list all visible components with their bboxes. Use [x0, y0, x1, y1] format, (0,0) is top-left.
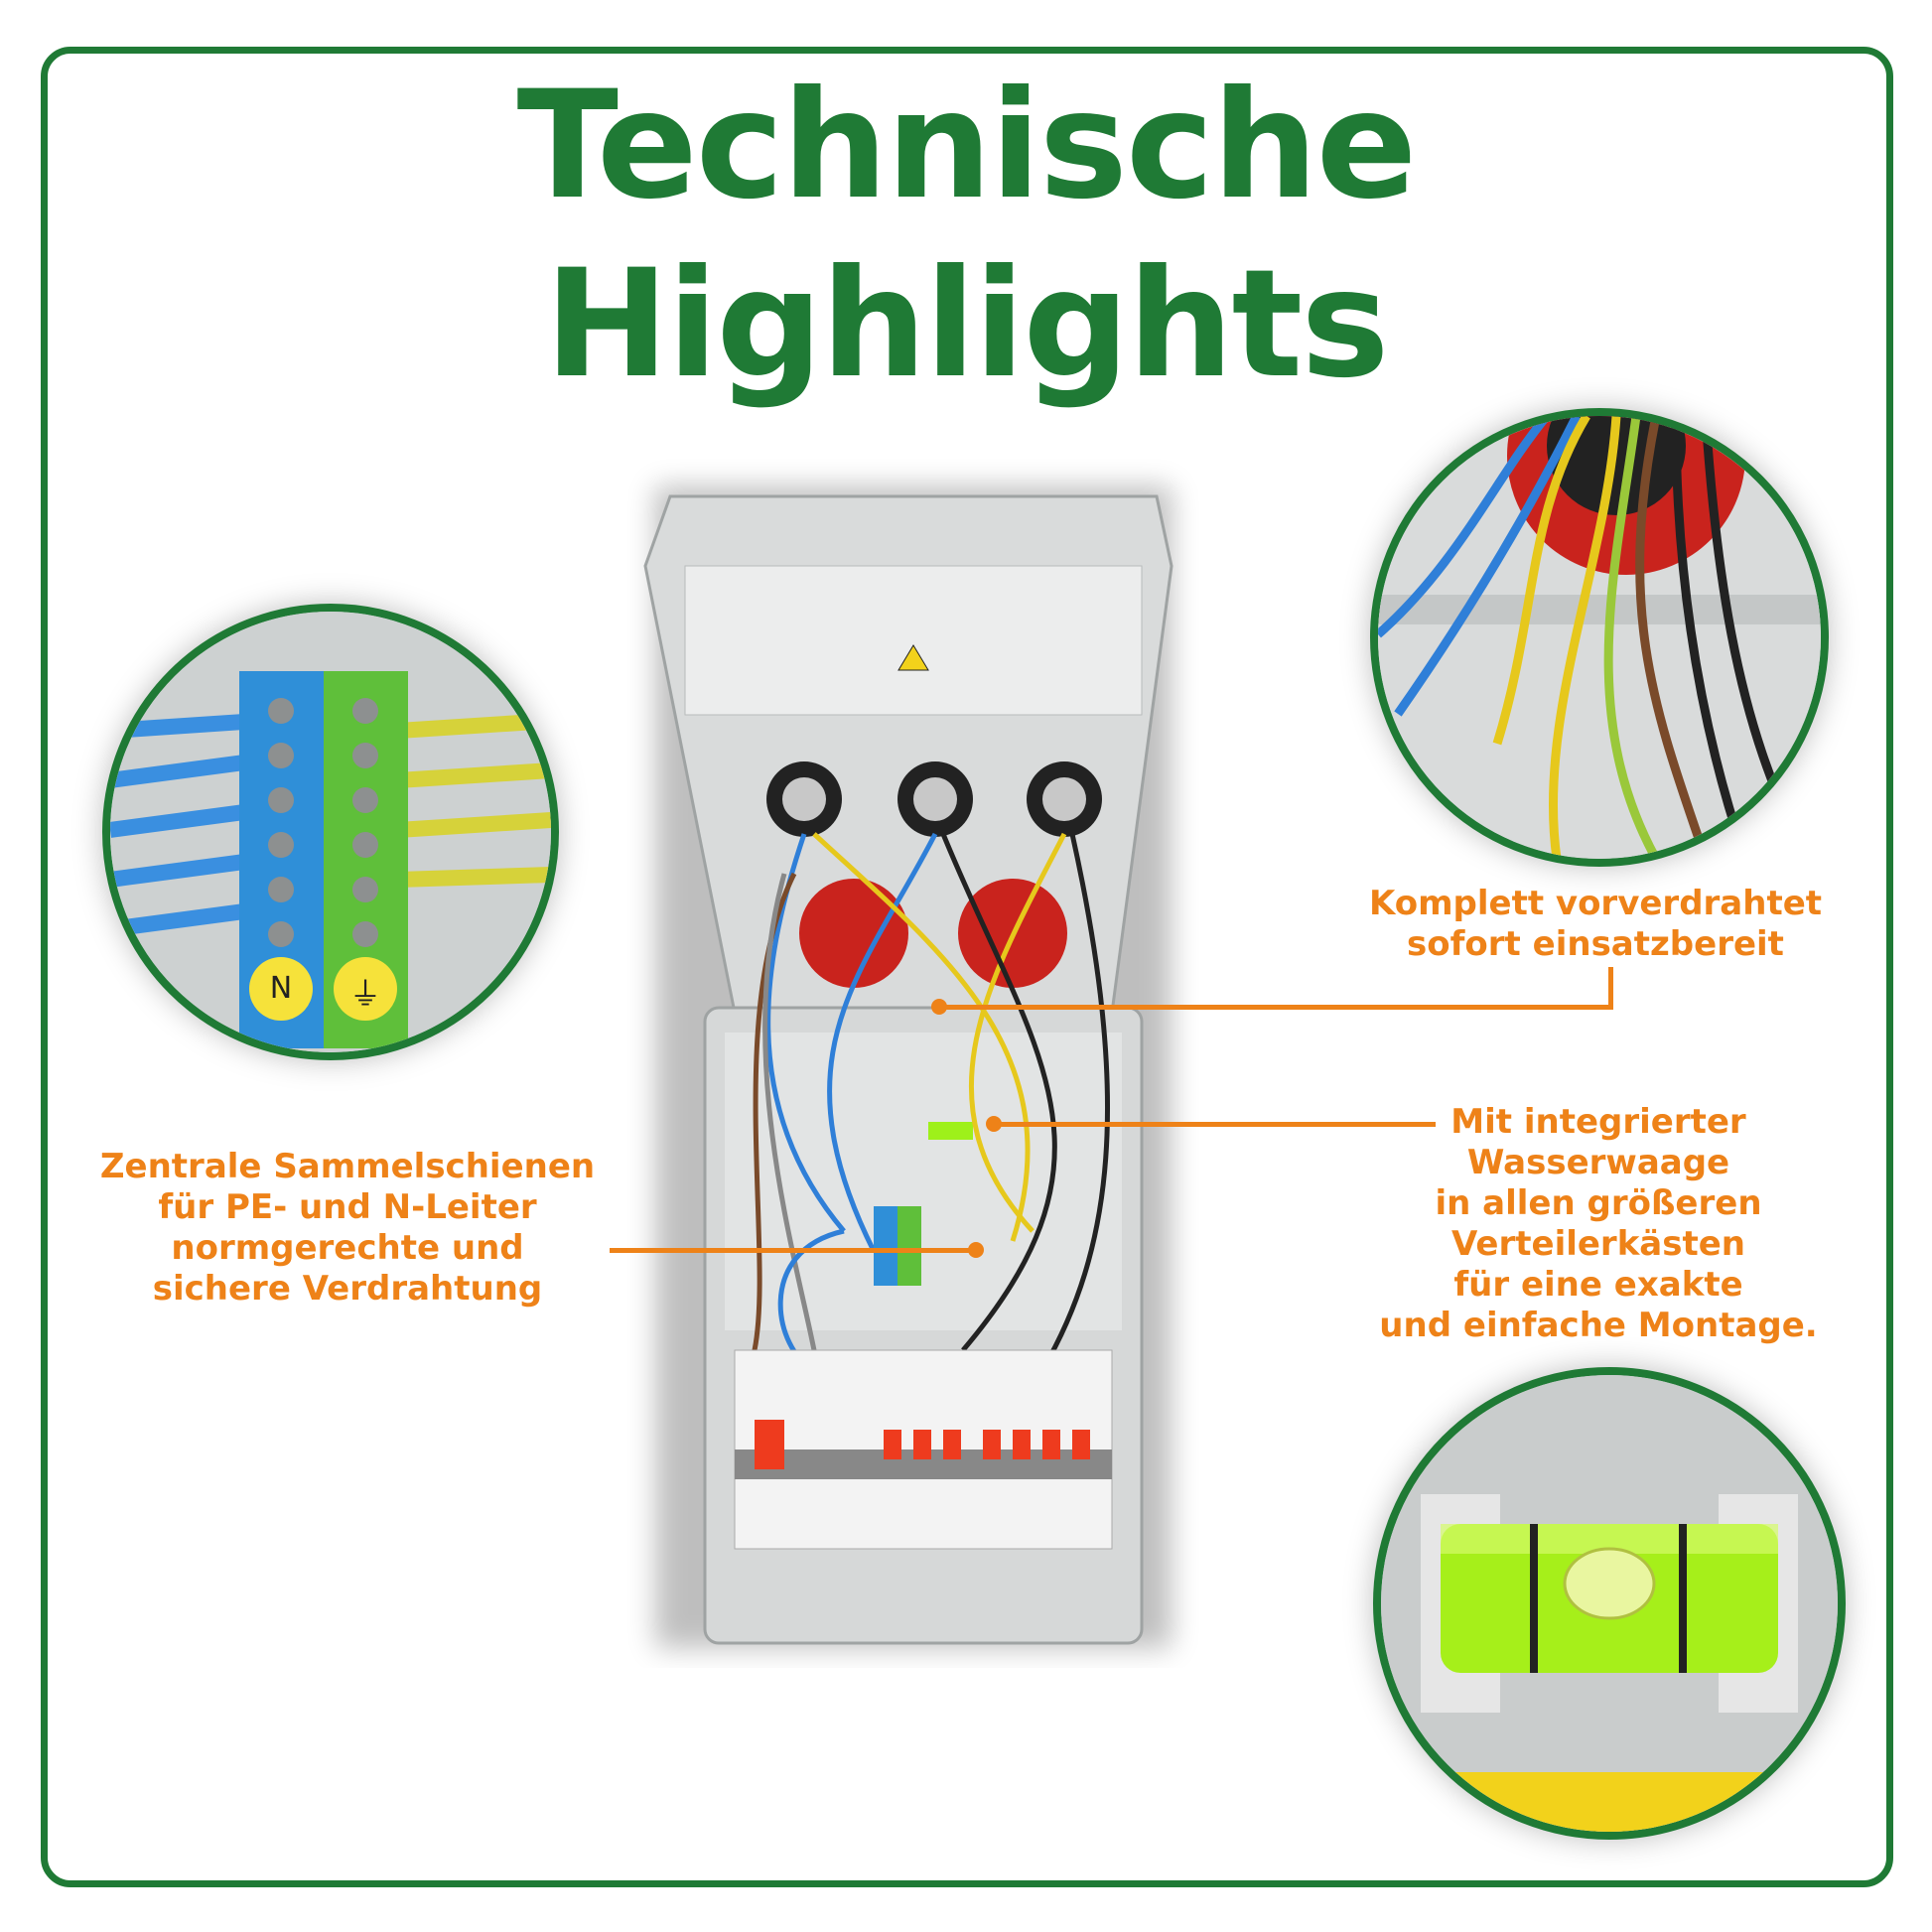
callout-level-line: Verteilerkästen [1450, 1224, 1746, 1264]
wiring-closeup-circle [1370, 408, 1829, 867]
callout-prewired-connector [1608, 967, 1613, 1010]
callout-prewired-connector [938, 1005, 1613, 1010]
callout-busbars-dot [968, 1242, 984, 1258]
distribution-box-photo [616, 457, 1211, 1668]
spirit-level-closeup-circle [1373, 1367, 1846, 1840]
callout-busbars-line: normgerechte und [171, 1228, 524, 1268]
callout-prewired-line: sofort einsatzbereit [1407, 924, 1784, 964]
callout-busbars-line: sichere Verdrahtung [152, 1269, 543, 1309]
neutral-label: N [269, 971, 293, 1006]
callout-busbars-line: Zentrale Sammelschienen [99, 1147, 596, 1186]
callout-level: Mit integrierter Wasserwaage in allen gr… [1350, 1102, 1847, 1346]
callout-level-line: und einfache Montage. [1379, 1306, 1818, 1345]
callout-prewired-line: Komplett vorverdrahtet [1368, 884, 1823, 923]
callout-level-line: für eine exakte [1453, 1265, 1743, 1305]
callout-busbars-connector [610, 1248, 973, 1253]
callout-level-line: Mit integrierter [1450, 1102, 1746, 1142]
busbar-closeup-circle: N ⏚ [102, 604, 559, 1060]
callout-level-line: in allen größeren [1435, 1183, 1762, 1223]
title-line-1: Technische [516, 60, 1418, 232]
callout-busbars: Zentrale Sammelschienen für PE- und N-Le… [89, 1147, 606, 1310]
callout-busbars-line: für PE- und N-Leiter [158, 1187, 537, 1227]
callout-prewired: Komplett vorverdrahtet sofort einsatzber… [1347, 884, 1844, 965]
callout-prewired-dot [931, 999, 947, 1015]
green-frame [41, 47, 1893, 1887]
callout-level-dot [986, 1116, 1002, 1132]
callout-level-line: Wasserwaage [1466, 1143, 1730, 1182]
callout-level-connector [993, 1122, 1436, 1127]
title-line-2: Highlights [544, 238, 1389, 411]
earth-label: ⏚ [348, 975, 381, 1013]
